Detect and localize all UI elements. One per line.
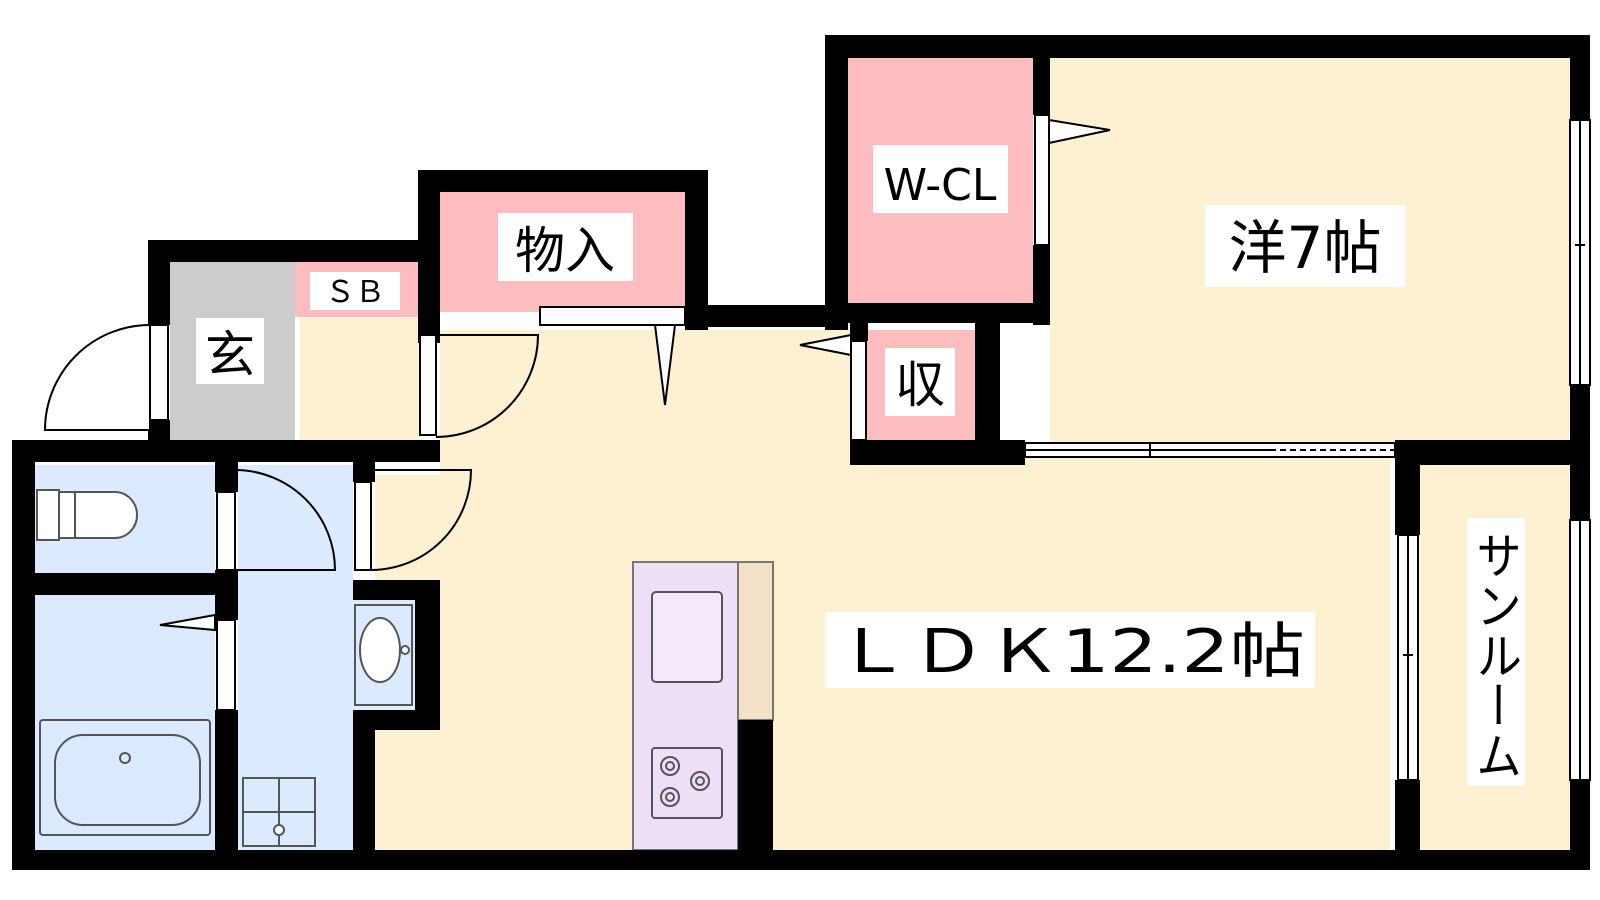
washer-pan-icon	[242, 777, 316, 847]
washroom-door-swing	[370, 469, 473, 571]
closet-door-leaf	[850, 340, 867, 441]
entrance-label: 玄	[205, 326, 255, 384]
washroom-floor	[238, 465, 353, 850]
closet-label: 収	[895, 356, 945, 414]
ldk-floor	[375, 330, 1390, 850]
storage-label: 物入	[515, 222, 615, 280]
fixtures	[36, 489, 723, 847]
hall-door-leaf	[419, 334, 437, 436]
labels: 洋7帖 ＬＤＫ12.2帖 W-CL 物入 ＳＢ 玄 収 サンルーム	[196, 145, 1525, 786]
windows	[1024, 119, 1591, 781]
sunroom-label: サンルーム	[1469, 530, 1523, 780]
bathtub-icon	[39, 719, 211, 836]
storage-door-leaf	[539, 306, 686, 326]
washroom-door-leaf	[354, 481, 372, 571]
wash-basin-icon	[354, 604, 413, 706]
kitchen-sink-icon	[651, 591, 723, 683]
hall-floor	[300, 318, 420, 443]
closet-door-fold	[799, 333, 852, 357]
entrance-door-swing	[43, 323, 151, 431]
hall-door-swing	[435, 334, 540, 438]
bath-door-leaf	[216, 619, 236, 711]
western-room-label: 洋7帖	[1229, 214, 1382, 282]
wcl-door-fold	[1048, 118, 1111, 145]
toilet-icon	[36, 489, 138, 541]
storage-door-fold	[653, 324, 677, 406]
wcl-door-leaf	[1034, 114, 1050, 246]
counter-top	[737, 561, 774, 721]
bath-door-fold	[159, 613, 216, 632]
ldk-label: ＬＤＫ12.2帖	[835, 617, 1305, 687]
stove-icon	[651, 747, 723, 819]
toilet-door-swing	[234, 469, 337, 571]
shoe-box-label: ＳＢ	[325, 275, 385, 310]
entrance-door-leaf	[149, 324, 169, 421]
doors	[43, 114, 1111, 711]
walk-in-closet-label: W-CL	[884, 160, 997, 211]
toilet-door-leaf	[216, 491, 236, 571]
